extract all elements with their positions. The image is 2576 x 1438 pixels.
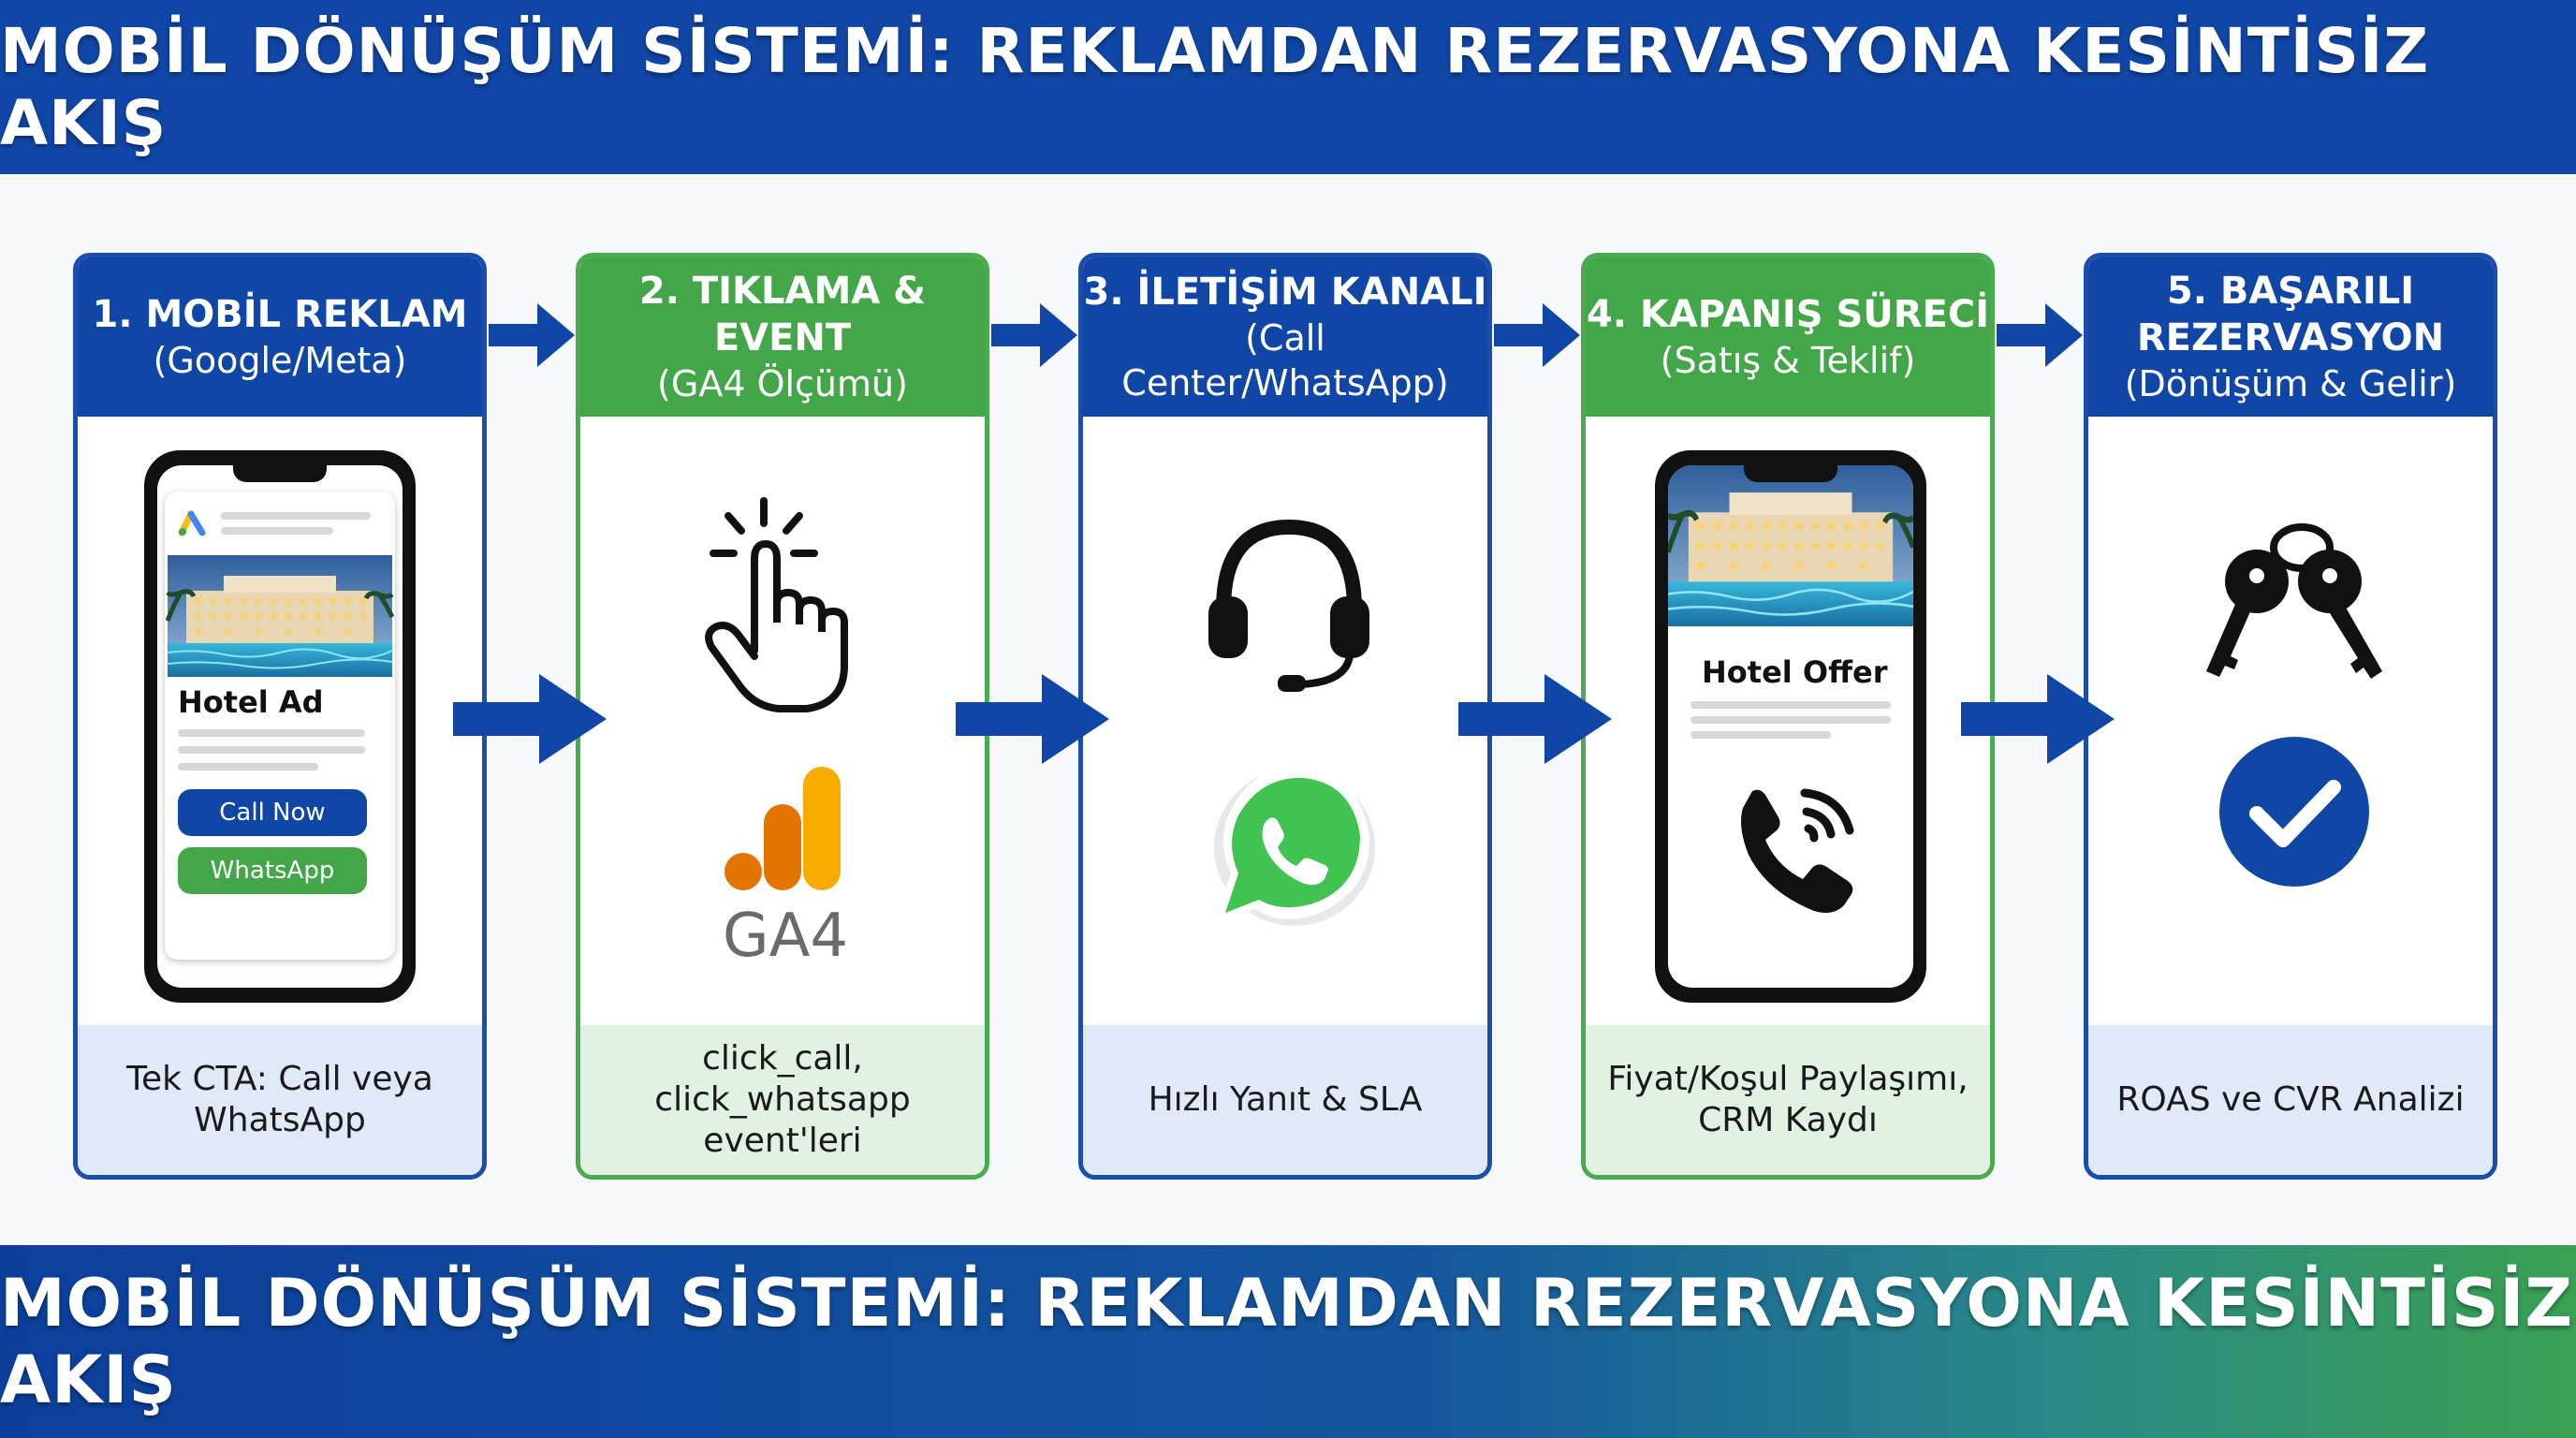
step-subtitle: (Google/Meta) (153, 340, 407, 381)
placeholder-line (1690, 716, 1891, 724)
step-note: Tek CTA: Call veya WhatsApp (78, 1025, 482, 1175)
step-header: 4. KAPANIŞ SÜRECİ (Satış & Teklif) (1586, 257, 1990, 417)
flow-arrow-small (1997, 303, 2083, 367)
placeholder-line (221, 527, 333, 535)
checkmark-icon (2219, 737, 2369, 887)
flow-arrow-large (1458, 674, 1612, 764)
header-banner: MOBİL DÖNÜŞÜM SİSTEMİ: REKLAMDAN REZERVA… (0, 0, 2576, 174)
flow-arrow-small (1494, 303, 1580, 367)
hotel-image (159, 555, 401, 677)
step-card-click-event: 2. TIKLAMA & EVENT (GA4 Ölçümü) GA4 clic… (576, 253, 989, 1180)
whatsapp-button[interactable]: WhatsApp (178, 847, 367, 894)
hotel-image (1668, 465, 1913, 626)
step-card-contact-channel: 3. İLETİŞİM KANALI (Call Center/WhatsApp… (1078, 253, 1492, 1180)
flow-arrow-large (1961, 674, 2115, 764)
step-title: 4. KAPANIŞ SÜRECİ (1586, 293, 1990, 336)
google-ads-icon (178, 510, 206, 536)
phone-notch (1744, 463, 1837, 482)
step-note: click_call, click_whatsapp event'leri (580, 1025, 985, 1175)
flow-arrow-large (956, 674, 1109, 764)
placeholder-line (178, 746, 365, 754)
phone-ringing-icon (1741, 788, 1854, 913)
headset-icon (1208, 519, 1369, 692)
step-header: 1. MOBİL REKLAM (Google/Meta) (78, 257, 482, 417)
ad-title: Hotel Ad (178, 684, 324, 720)
placeholder-line (178, 763, 318, 770)
ga4-label: GA4 (723, 902, 849, 971)
whatsapp-icon (1214, 766, 1375, 926)
flow-arrow-small (489, 303, 575, 367)
step-subtitle: (GA4 Ölçümü) (657, 363, 908, 404)
step-subtitle: (Dönüşüm & Gelir) (2124, 363, 2457, 404)
placeholder-line (178, 729, 365, 737)
phone-notch (233, 463, 327, 482)
step-card-mobile-ad: 1. MOBİL REKLAM (Google/Meta) Hotel Ad C… (73, 253, 487, 1180)
page-title: MOBİL DÖNÜŞÜM SİSTEMİ: REKLAMDAN REZERVA… (0, 15, 2430, 159)
step-header: 5. BAŞARILI REZERVASYON (Dönüşüm & Gelir… (2088, 257, 2493, 417)
step-title: 2. TIKLAMA & EVENT (638, 270, 927, 360)
placeholder-line (1690, 701, 1891, 709)
step-header: 2. TIKLAMA & EVENT (GA4 Ölçümü) (580, 257, 985, 417)
step-title: 5. BAŞARILI REZERVASYON (2136, 270, 2445, 360)
flow-arrow-small (991, 303, 1077, 367)
keys-icon (2206, 523, 2382, 679)
footer-banner: MOBİL DÖNÜŞÜM SİSTEMİ: REKLAMDAN REZERVA… (0, 1245, 2576, 1438)
click-hand-icon (705, 497, 848, 712)
placeholder-line (1690, 731, 1831, 739)
phone-mockup: Hotel Offer (1655, 450, 1926, 1003)
step-subtitle: (Call Center/WhatsApp) (1121, 317, 1449, 404)
step-title: 3. İLETİŞİM KANALI (1083, 271, 1487, 314)
call-now-button[interactable]: Call Now (178, 789, 367, 836)
step-card-reservation: 5. BAŞARILI REZERVASYON (Dönüşüm & Gelir… (2084, 253, 2497, 1180)
step-note: Hızlı Yanıt & SLA (1083, 1025, 1487, 1175)
phone-screen: Hotel Ad Call Now WhatsApp (157, 465, 402, 988)
ad-card: Hotel Ad Call Now WhatsApp (165, 492, 395, 960)
step-card-closing: 4. KAPANIŞ SÜRECİ (Satış & Teklif) Hotel… (1581, 253, 1995, 1180)
offer-title: Hotel Offer (1702, 654, 1888, 690)
phone-mockup: Hotel Ad Call Now WhatsApp (144, 450, 416, 1003)
footer-title: MOBİL DÖNÜŞÜM SİSTEMİ: REKLAMDAN REZERVA… (0, 1265, 2574, 1418)
placeholder-line (221, 512, 371, 520)
flow-arrow-large (453, 674, 607, 764)
ga4-bars-icon (724, 767, 841, 890)
step-subtitle: (Satış & Teklif) (1660, 340, 1916, 381)
step-title: 1. MOBİL REKLAM (92, 293, 468, 336)
step-note: ROAS ve CVR Analizi (2088, 1025, 2493, 1175)
phone-screen: Hotel Offer (1668, 465, 1913, 988)
step-note: Fiyat/Koşul Paylaşımı, CRM Kaydı (1586, 1025, 1990, 1175)
step-header: 3. İLETİŞİM KANALI (Call Center/WhatsApp… (1083, 257, 1487, 417)
